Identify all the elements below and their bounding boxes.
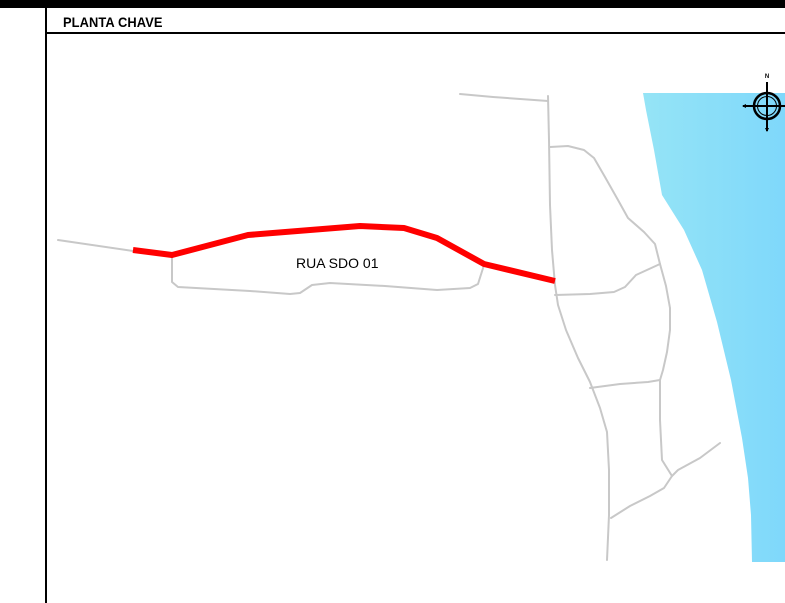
road-east-mid (554, 263, 661, 296)
road-network (57, 93, 721, 561)
map-header: PLANTA CHAVE (47, 8, 785, 34)
frame-left-border (45, 8, 47, 603)
road-east-lower (589, 379, 661, 389)
north-arrow-icon: N (742, 74, 785, 132)
road-top-spur (459, 93, 549, 102)
road-main-vertical (547, 95, 610, 561)
road-diagonal (610, 442, 721, 519)
road-east-block (549, 145, 661, 265)
road-east-south (659, 379, 673, 477)
street-label: RUA SDO 01 (296, 255, 379, 271)
map-title: PLANTA CHAVE (63, 14, 163, 30)
water-body (643, 93, 785, 562)
road-east-right (659, 263, 671, 381)
highlighted-street-rua-sdo-01 (132, 223, 556, 284)
frame-top-border (0, 0, 785, 8)
north-glyph: N (765, 74, 769, 80)
road-loop (171, 254, 485, 295)
road-west (57, 239, 134, 252)
